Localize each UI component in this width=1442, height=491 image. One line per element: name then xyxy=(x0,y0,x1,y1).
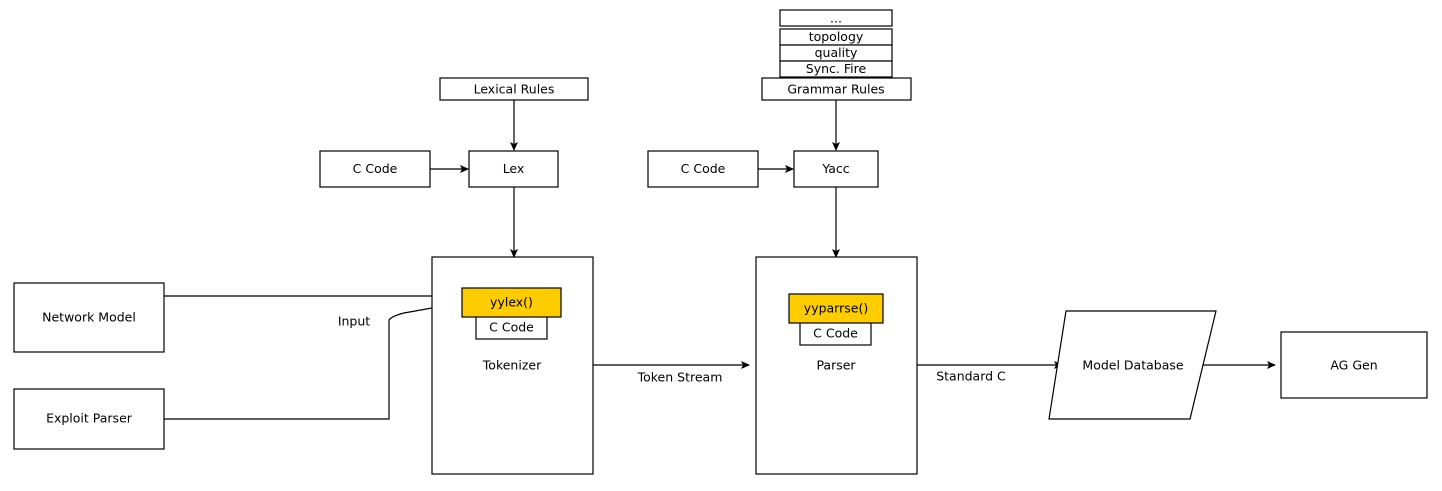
grammar-stack-label-0: ... xyxy=(830,11,842,26)
lex-box[interactable] xyxy=(468,150,559,188)
tokenizer-ccode-label: C Code xyxy=(489,320,534,335)
c-code-yacc-box[interactable] xyxy=(647,150,759,188)
parser-box[interactable] xyxy=(755,256,918,475)
ag-gen-node[interactable]: AG Gen xyxy=(1280,331,1428,399)
network-model-label: Network Model xyxy=(42,310,136,325)
lex-label: Lex xyxy=(503,161,525,176)
c-code-lex-node[interactable]: C Code xyxy=(319,150,431,188)
c-code-yacc-node[interactable]: C Code xyxy=(647,150,759,188)
parser-node[interactable]: Parser C Code yyparrse() xyxy=(755,256,918,475)
exploit-parser-node[interactable]: Exploit Parser xyxy=(13,388,165,450)
parser-label: Parser xyxy=(816,358,856,373)
grammar-stack-item-0[interactable] xyxy=(779,9,893,27)
model-database-label: Model Database xyxy=(1082,358,1183,373)
grammar-stack-label-2: quality xyxy=(815,45,858,60)
grammar-stack-item-3[interactable] xyxy=(779,60,893,78)
grammar-rules-label: Grammar Rules xyxy=(787,82,884,97)
yacc-box[interactable] xyxy=(793,150,879,188)
grammar-stack-label-3: Sync. Fire xyxy=(806,61,867,76)
grammar-stack-label-1: topology xyxy=(809,29,864,44)
parser-fn-label: yyparrse() xyxy=(804,301,868,316)
yacc-label: Yacc xyxy=(821,161,849,176)
model-database-shape[interactable] xyxy=(1048,310,1217,420)
lexical-rules-label: Lexical Rules xyxy=(474,82,555,97)
parser-fn-box[interactable] xyxy=(788,293,884,324)
tokenizer-fn-label: yylex() xyxy=(490,295,533,310)
c-code-lex-box[interactable] xyxy=(319,150,431,188)
c-code-yacc-label: C Code xyxy=(681,161,726,176)
ag-gen-label: AG Gen xyxy=(1330,358,1377,373)
exploit-parser-label: Exploit Parser xyxy=(46,411,133,426)
grammar-rules-stack: ... topology quality Sync. Fire xyxy=(779,9,893,78)
parser-ccode-label: C Code xyxy=(813,326,858,341)
lexical-rules-node[interactable]: Lexical Rules xyxy=(439,77,589,101)
ag-gen-box[interactable] xyxy=(1280,331,1428,399)
edge-label-standard-c: Standard C xyxy=(936,369,1006,384)
c-code-lex-label: C Code xyxy=(353,161,398,176)
edge-exploit-parser-to-tokenizer xyxy=(164,300,461,420)
network-model-box[interactable] xyxy=(13,282,165,353)
tokenizer-label: Tokenizer xyxy=(482,358,542,373)
model-database-node[interactable]: Model Database xyxy=(1048,310,1217,420)
network-model-node[interactable]: Network Model xyxy=(13,282,165,353)
tokenizer-fn-box[interactable] xyxy=(461,287,562,318)
yacc-node[interactable]: Yacc xyxy=(793,150,879,188)
grammar-rules-node[interactable]: Grammar Rules xyxy=(761,77,912,101)
grammar-rules-box[interactable] xyxy=(761,77,912,101)
edge-label-input: Input xyxy=(338,314,370,329)
tokenizer-node[interactable]: Tokenizer C Code yylex() xyxy=(431,256,594,475)
lex-node[interactable]: Lex xyxy=(468,150,559,188)
exploit-parser-box[interactable] xyxy=(13,388,165,450)
edge-label-token-stream: Token Stream xyxy=(637,370,723,385)
lexical-rules-box[interactable] xyxy=(439,77,589,101)
